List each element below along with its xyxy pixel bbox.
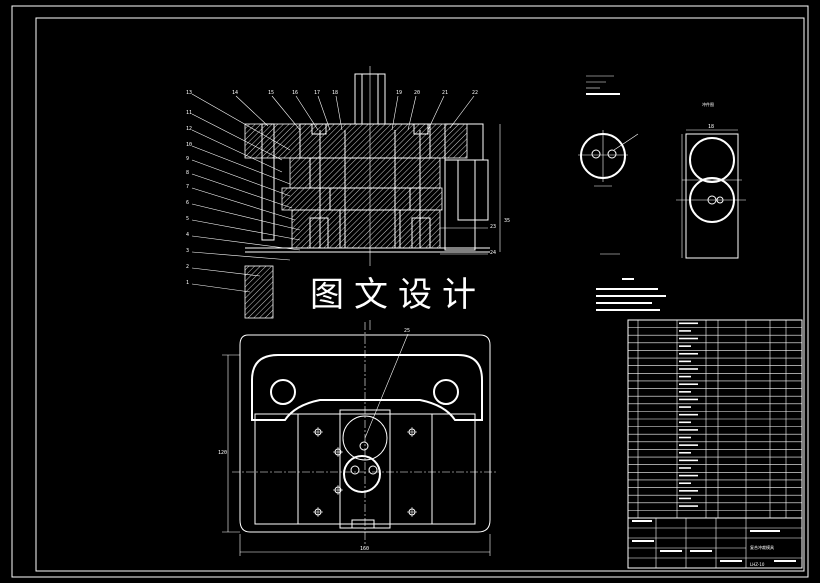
bom-row-text: [679, 444, 698, 446]
part-no-3: 3: [186, 248, 189, 254]
part-no-11: 11: [186, 110, 192, 116]
bom-row-text: [679, 467, 691, 469]
part-no-20: 20: [414, 90, 420, 96]
top-leaders: 14 15 16 17 18 19 20 21 22 23 24: [232, 90, 496, 256]
part-no-9: 9: [186, 156, 189, 162]
part-no-18: 18: [332, 90, 338, 96]
plan-dim-left: 120: [218, 450, 227, 456]
part-dim-top: 18: [708, 124, 714, 130]
plan-view: 25 160 120: [218, 322, 496, 556]
part-no-1: 1: [186, 280, 189, 286]
bom-row-text: [679, 459, 698, 462]
part-no-10: 10: [186, 142, 192, 148]
bom-row-text: [679, 406, 691, 408]
inner-border: [35, 17, 805, 572]
bom-table: [627, 319, 803, 519]
bom-row-text: [679, 383, 698, 386]
bom-row-text: [679, 490, 698, 492]
part-no-22: 22: [472, 90, 478, 96]
watermark-text: 图文设计: [310, 275, 486, 315]
bom-row-text: [679, 421, 691, 424]
bom-row-text: [679, 345, 691, 347]
title-drawing-no: LHZ-10: [750, 562, 765, 567]
bom-row-text: [679, 436, 691, 439]
outer-frame: [11, 5, 809, 578]
plan-callout-25: 25: [404, 328, 410, 334]
bom-row-text: [679, 505, 698, 507]
part-detail-title: 冲件图: [702, 101, 714, 107]
bom-row-text: [679, 330, 691, 332]
part-no-14: 14: [232, 90, 238, 96]
left-leaders: 13 11 12 10 9 8 7 6 5 4 3 2 1: [186, 90, 301, 293]
part-no-21: 21: [442, 90, 448, 96]
part-no-6: 6: [186, 200, 189, 206]
part-no-13: 13: [186, 90, 192, 96]
bom-row-text: [679, 375, 691, 378]
part-no-5: 5: [186, 216, 189, 222]
bom-row-text: [679, 497, 691, 500]
part-no-15: 15: [268, 90, 274, 96]
dim-right-label: 35: [504, 218, 510, 224]
part-no-8: 8: [186, 170, 189, 176]
bom-row-text: [679, 352, 698, 355]
bom-row-text: [679, 429, 698, 431]
die-assembly-section: 35: [244, 66, 510, 330]
part-no-17: 17: [314, 90, 320, 96]
bom-row-text: [679, 398, 698, 401]
part-no-23: 23: [490, 224, 496, 230]
bom-row-text: [679, 368, 698, 370]
bom-row-text: [679, 474, 698, 477]
bom-row-text: [679, 360, 691, 363]
title-block: 复合冲裁模具 LHZ-10: [627, 517, 803, 569]
part-drawing: 冲件图 18: [578, 75, 746, 311]
watermark-backdrop: [282, 266, 532, 320]
plan-dim-bottom: 160: [360, 546, 369, 552]
part-no-19: 19: [396, 90, 402, 96]
part-no-16: 16: [292, 90, 298, 96]
bom-row-text: [679, 391, 691, 393]
bom-row-text: [679, 482, 691, 485]
part-no-12: 12: [186, 126, 192, 132]
bom-row-text: [679, 451, 691, 454]
bom-row-text: [679, 322, 698, 325]
part-no-24: 24: [490, 250, 496, 256]
part-no-4: 4: [186, 232, 189, 238]
bom-row-text: [679, 337, 698, 340]
part-no-7: 7: [186, 184, 189, 190]
bom-row-text: [679, 413, 698, 416]
part-no-2: 2: [186, 264, 189, 270]
title-drawing-name: 复合冲裁模具: [750, 544, 774, 550]
